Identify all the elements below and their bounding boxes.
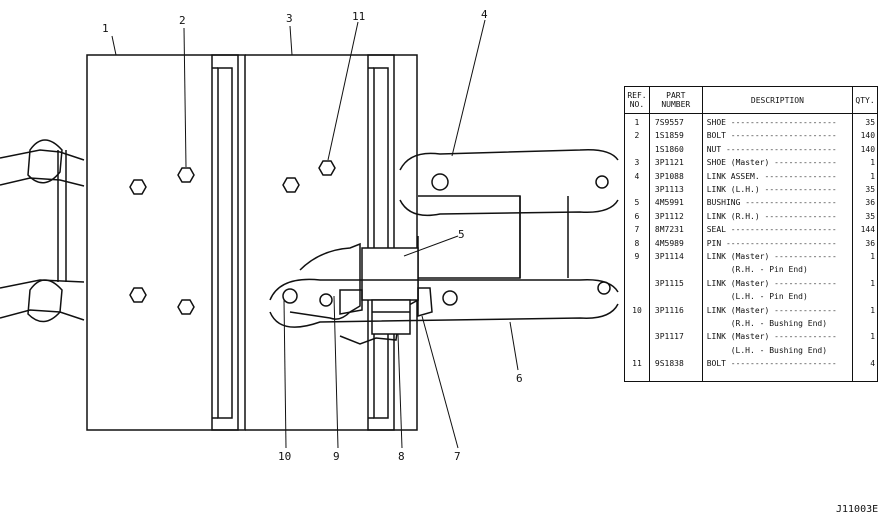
- callout-10: 10: [278, 450, 291, 463]
- part-number-cell: 3P1116: [654, 305, 684, 315]
- qty-column: 35 140 140 1 1 35 36 35 144 36 1 1 1 1 4: [853, 114, 877, 382]
- header-part-number: PART NUMBER: [650, 87, 703, 113]
- part-number-cell: 1S1859: [654, 131, 684, 141]
- qty-cell: 1: [870, 305, 876, 315]
- ref-cell: 8: [634, 238, 640, 248]
- qty-cell: 35: [865, 211, 876, 221]
- ref-cell: 6: [634, 211, 640, 221]
- ref-cell: 7: [634, 225, 640, 235]
- qty-cell: 4: [870, 359, 876, 369]
- description-cell: BOLT ----------------------: [706, 131, 837, 141]
- qty-cell: 1: [870, 158, 876, 168]
- callout-4: 4: [481, 8, 488, 21]
- description-subline-cell: (L.H. - Bushing End): [730, 345, 828, 355]
- description-cell: BOLT ----------------------: [706, 359, 837, 369]
- ref-cell: 2: [634, 131, 640, 141]
- description-cell: BUSHING -------------------: [706, 198, 837, 208]
- description-cell: LINK (Master) -------------: [706, 332, 837, 342]
- description-cell: PIN -----------------------: [706, 238, 837, 248]
- qty-cell: 144: [860, 225, 876, 235]
- description-cell: SHOE ----------------------: [706, 118, 837, 127]
- description-cell: LINK (Master) -------------: [706, 252, 837, 261]
- description-subline-cell: (R.H. - Pin End): [730, 265, 808, 275]
- description-cell: LINK (Master) -------------: [706, 278, 837, 288]
- callout-7: 7: [454, 450, 461, 463]
- part-number-cell: 3P1115: [654, 278, 684, 288]
- description-subline-cell: (R.H. - Bushing End): [730, 319, 828, 328]
- qty-cell: 36: [865, 198, 876, 208]
- qty-cell: 35: [865, 118, 876, 127]
- part-number-cell: 3P1113: [654, 185, 684, 194]
- table-header: REF. NO. PART NUMBER DESCRIPTION QTY.: [625, 87, 877, 114]
- qty-cell: 35: [865, 185, 876, 194]
- ref-cell: 4: [634, 171, 640, 181]
- callout-11: 11: [352, 10, 365, 23]
- part-number-cell: 8M7231: [654, 225, 684, 235]
- callout-3: 3: [286, 12, 293, 25]
- ref-cell: 3: [634, 158, 640, 168]
- part-number-cell: 4M5991: [654, 198, 684, 208]
- callout-1: 1: [102, 22, 109, 35]
- header-description: DESCRIPTION: [703, 87, 854, 113]
- callout-6: 6: [516, 372, 523, 385]
- description-cell: LINK (L.H.) ---------------: [706, 185, 837, 194]
- ref-cell: 9: [634, 252, 640, 261]
- part-number-cell: 1S1860: [654, 144, 684, 154]
- qty-cell: 1: [870, 332, 876, 342]
- header-ref-no: REF. NO.: [625, 87, 650, 113]
- ref-cell: 1: [634, 118, 640, 127]
- description-cell: SHOE (Master) -------------: [706, 158, 837, 168]
- qty-cell: 1: [870, 252, 876, 261]
- callout-9: 9: [333, 450, 340, 463]
- ref-cell: 11: [632, 359, 642, 369]
- description-cell: NUT -----------------------: [706, 144, 837, 154]
- callout-2: 2: [179, 14, 186, 27]
- qty-cell: 36: [865, 238, 876, 248]
- qty-cell: 1: [870, 171, 876, 181]
- part-number-cell: 7S9557: [654, 118, 684, 127]
- qty-cell: 140: [860, 131, 876, 141]
- part-number-cell: 9S1838: [654, 359, 684, 369]
- description-cell: SEAL ----------------------: [706, 225, 837, 235]
- part-number-cell: 4M5989: [654, 238, 684, 248]
- parts-table: REF. NO. PART NUMBER DESCRIPTION QTY. 1 2…: [624, 86, 878, 382]
- description-column: SHOE ---------------------- BOLT --------…: [703, 114, 854, 382]
- description-cell: LINK (Master) -------------: [706, 305, 837, 315]
- ref-column: 1 2 3 4 5 6 7 8 9 10 11: [625, 114, 650, 382]
- header-qty: QTY.: [855, 95, 875, 105]
- part-number-cell: 3P1112: [654, 211, 684, 221]
- description-cell: LINK (R.H.) ---------------: [706, 211, 837, 221]
- ref-cell: 10: [632, 305, 642, 315]
- track-assembly-drawing: 1 2 3 11 4 5 6 7 8 9 10: [0, 8, 619, 463]
- ref-cell: 5: [634, 198, 640, 208]
- callout-5: 5: [458, 228, 465, 241]
- qty-cell: 140: [860, 144, 876, 154]
- part-number-cell: 3P1121: [654, 158, 684, 168]
- part-number-cell: 3P1117: [654, 332, 684, 342]
- description-cell: LINK ASSEM. ---------------: [706, 171, 837, 181]
- description-subline-cell: (L.H. - Pin End): [730, 292, 808, 302]
- qty-cell: 1: [870, 278, 876, 288]
- part-number-cell: 3P1088: [654, 171, 684, 181]
- part-number-cell: 3P1114: [654, 252, 684, 261]
- callout-8: 8: [398, 450, 405, 463]
- part-column: 7S9557 1S1859 1S1860 3P1121 3P1088 3P1113 4M59…: [650, 114, 703, 382]
- drawing-id: J11003E: [836, 504, 879, 515]
